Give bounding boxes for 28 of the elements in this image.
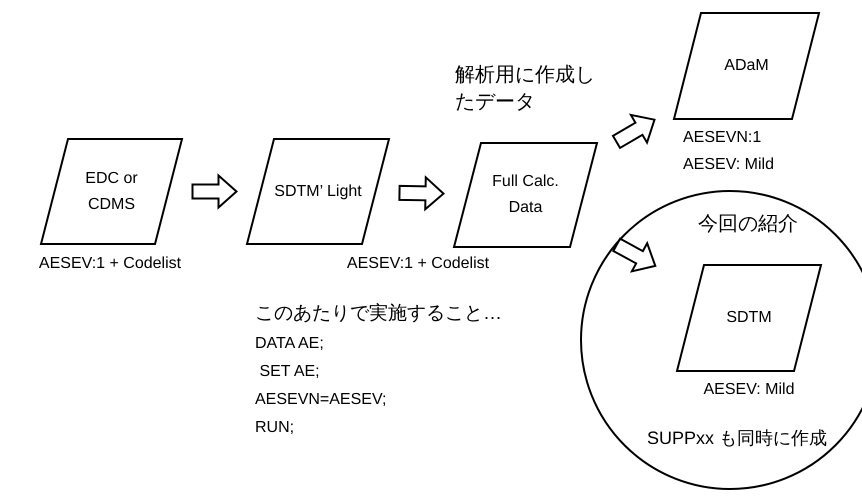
- data-parallelogram: [453, 142, 598, 248]
- data-parallelogram: [676, 264, 822, 372]
- value-note: AESEV: Mild: [704, 380, 794, 400]
- node-label: SDTM: [726, 308, 772, 328]
- circle-heading: 今回の紹介: [698, 214, 798, 234]
- circle-note: SUPPxx も同時に作成: [646, 428, 828, 448]
- value-note: AESEV: Mild: [683, 155, 774, 175]
- task-heading: このあたりで実施すること…: [255, 304, 502, 324]
- block-arrow: [612, 237, 657, 273]
- data-parallelogram: [246, 138, 390, 245]
- data-parallelogram: [673, 12, 820, 120]
- block-arrow: [192, 173, 238, 210]
- value-note: AESEVN:1: [683, 128, 762, 148]
- value-note: AESEV:1 + Codelist: [346, 254, 490, 274]
- code-line: RUN;: [255, 418, 294, 438]
- highlight-circle: [580, 190, 862, 490]
- node-label: SDTM’ Light: [274, 182, 362, 202]
- block-arrow: [612, 114, 656, 150]
- node-label: EDC or CDMS: [84, 168, 139, 214]
- data-parallelogram: [40, 138, 183, 245]
- node-label: Full Calc. Data: [491, 172, 560, 218]
- block-arrow: [398, 175, 445, 212]
- code-line: SET AE;: [258, 362, 320, 382]
- value-note: AESEV:1 + Codelist: [38, 254, 182, 274]
- code-line: AESEVN=AESEV;: [255, 390, 386, 410]
- code-line: DATA AE;: [255, 334, 324, 354]
- node-label: ADaM: [724, 56, 769, 76]
- data-note: 解析用に作成したデータ: [455, 63, 596, 115]
